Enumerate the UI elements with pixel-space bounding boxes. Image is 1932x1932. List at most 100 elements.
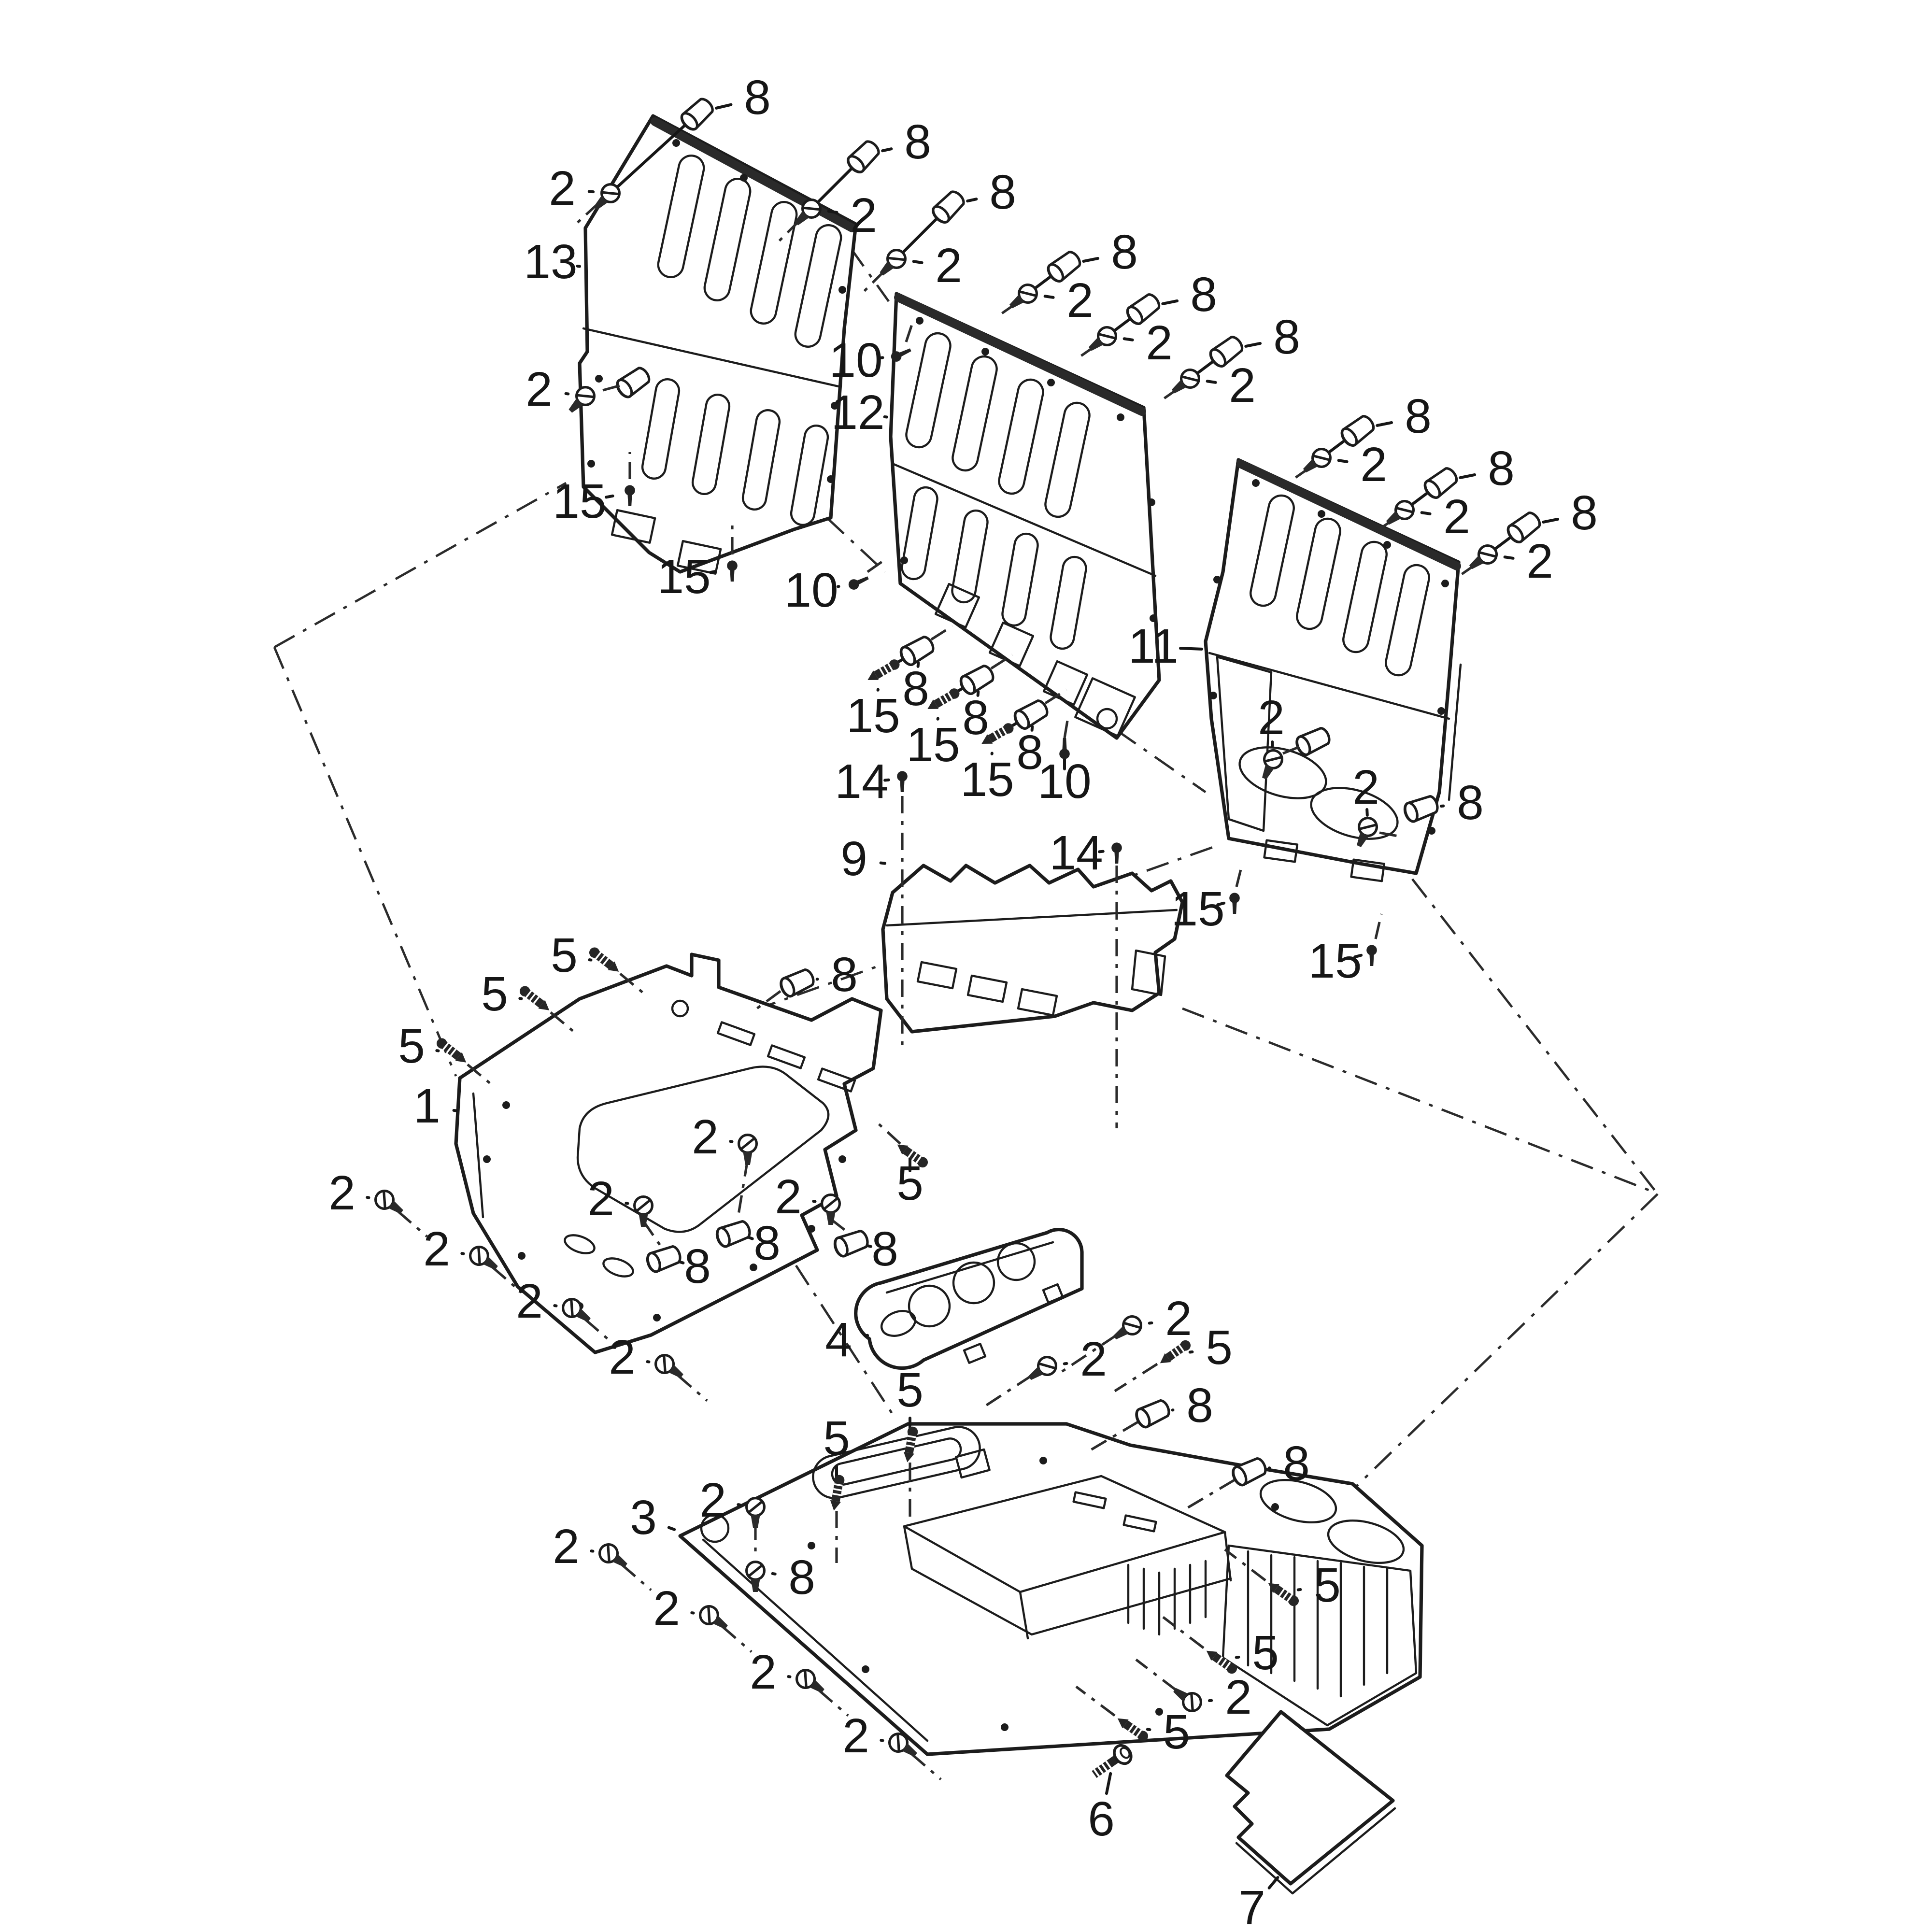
fastener-callout-2-5: 2 — [863, 239, 962, 293]
fastener-number-label: 14 — [1049, 826, 1103, 880]
fastener-number-label: 2 — [1165, 1292, 1192, 1346]
fastener-callout-14-36: 14 — [1049, 826, 1122, 1128]
alignment-guide-2 — [795, 1264, 894, 1415]
fastener-callout-8-12: 8 — [1320, 389, 1432, 459]
part-1-oval-hole — [564, 1234, 596, 1254]
fastener-number-label: 8 — [684, 1239, 711, 1293]
fastener-callout-15-28: 15 — [960, 720, 1017, 807]
leader-line — [1216, 901, 1226, 907]
fastener-glyph-screw-icon — [822, 1195, 840, 1225]
fastener-callout-5-56: 5 — [823, 1411, 850, 1563]
fastener-number-label: 5 — [896, 1156, 923, 1210]
part-13-rib — [750, 201, 798, 325]
leader-line — [1146, 1728, 1151, 1732]
part-callout-9: 9 — [840, 832, 887, 886]
leader-line — [916, 661, 920, 668]
fastener-number-label: 5 — [823, 1411, 850, 1465]
fastener-glyph-stud-icon — [833, 1229, 870, 1258]
part-11-crease — [1208, 652, 1450, 720]
leader-line — [976, 690, 980, 697]
fastener-dash-line — [737, 1159, 749, 1218]
fastener-dash-line — [751, 990, 781, 1014]
fastener-number-label: 2 — [1526, 534, 1553, 588]
part-7-mat-panel — [1225, 1710, 1396, 1895]
fastener-callout-2-63: 2 — [750, 1645, 849, 1717]
part-4-cup-hole — [996, 1242, 1036, 1281]
part-13-rib — [741, 409, 781, 511]
part-3-slot — [1122, 1514, 1157, 1533]
fastener-number-label: 2 — [423, 1222, 450, 1276]
fastener-dash-line — [930, 625, 953, 641]
fastener-number-label: 8 — [1488, 441, 1515, 496]
part-3-bracket — [955, 1448, 991, 1479]
fastener-number-label: 2 — [842, 1709, 869, 1763]
part-3-corrugation — [1127, 1560, 1207, 1636]
fastener-number-label: 2 — [587, 1172, 614, 1226]
part-12-rib — [905, 332, 952, 449]
part-12-hinge-bracket — [1042, 660, 1089, 706]
part-3-bottom-edge — [702, 1538, 929, 1742]
leader-line — [1267, 1876, 1279, 1889]
fastener-callout-5-54: 5 — [1114, 1321, 1233, 1392]
part-callout-13: 13 — [524, 235, 582, 289]
part-number-label: 7 — [1238, 1881, 1265, 1932]
fastener-callout-5-65: 5 — [1224, 1548, 1341, 1612]
fastener-number-label: 2 — [553, 1520, 580, 1574]
fastener-callout-8-40: 8 — [751, 948, 858, 1014]
part-callout-11: 11 — [1128, 619, 1204, 673]
fastener-callout-15-26: 15 — [906, 685, 963, 772]
fastener-callout-2-41: 2 — [692, 1110, 756, 1218]
fastener-callout-10-29: 10 — [1037, 714, 1092, 809]
alignment-guide-6 — [1182, 1007, 1654, 1193]
fastener-number-label: 5 — [551, 928, 578, 982]
fastener-number-label: 2 — [1146, 316, 1173, 370]
alignment-guide-9 — [849, 246, 890, 302]
part-13-tab — [676, 540, 722, 575]
fastener-number-label: 8 — [753, 1216, 781, 1270]
part-1-upper-tray — [454, 952, 883, 1354]
fastener-dash-line — [778, 219, 801, 242]
fastener-callout-2-1: 2 — [549, 161, 623, 225]
leader-line — [912, 260, 923, 264]
part-12-rib — [1044, 401, 1091, 518]
fastener-glyph-pin-icon — [1366, 945, 1377, 966]
fastener-number-label: 15 — [906, 718, 960, 772]
part-13-rib — [657, 155, 705, 278]
fastener-dash-line — [867, 557, 888, 573]
fastener-callout-10-22: 10 — [784, 557, 888, 617]
fastener-number-label: 2 — [1443, 490, 1470, 544]
leader-line — [1420, 511, 1432, 515]
part-9-bracket — [881, 864, 1184, 1034]
fastener-dash-line — [876, 1122, 901, 1145]
part-13-rib — [641, 378, 681, 480]
fastener-callout-2-30: 2 — [1256, 691, 1303, 782]
fastener-callout-10-21: 10 — [829, 318, 915, 387]
fastener-dash-line — [492, 1266, 523, 1293]
fastener-dash-line — [980, 1374, 1033, 1410]
fastener-glyph-clip-icon — [923, 685, 963, 715]
part-number-label: 1 — [413, 1079, 440, 1133]
fastener-dash-line — [1282, 744, 1303, 755]
leader-line — [576, 264, 582, 268]
leader-line — [966, 198, 978, 203]
fastener-callout-8-57: 8 — [1085, 1378, 1213, 1454]
fastener-callout-8-42: 8 — [715, 1216, 781, 1270]
fastener-callout-15-34: 15 — [1308, 913, 1383, 988]
fastener-number-label: 2 — [526, 362, 553, 416]
fastener-dash-line — [619, 973, 644, 994]
fastener-dash-line — [1063, 714, 1070, 739]
part-11-tab — [1350, 858, 1386, 882]
fastener-dash-line — [397, 1210, 428, 1237]
part-4-cup-hole — [952, 1261, 995, 1305]
part-9-outline — [881, 864, 1184, 1034]
part-11-tab — [1263, 839, 1299, 863]
fastener-callout-2-49: 2 — [423, 1222, 523, 1293]
fastener-dash-line — [1075, 1685, 1116, 1717]
fastener-callout-2-9: 2 — [1075, 316, 1173, 370]
leader-line — [709, 570, 717, 574]
fastener-callout-2-43: 2 — [587, 1172, 662, 1247]
fastener-number-label: 14 — [835, 754, 888, 809]
fastener-dash-line — [1114, 1363, 1158, 1392]
